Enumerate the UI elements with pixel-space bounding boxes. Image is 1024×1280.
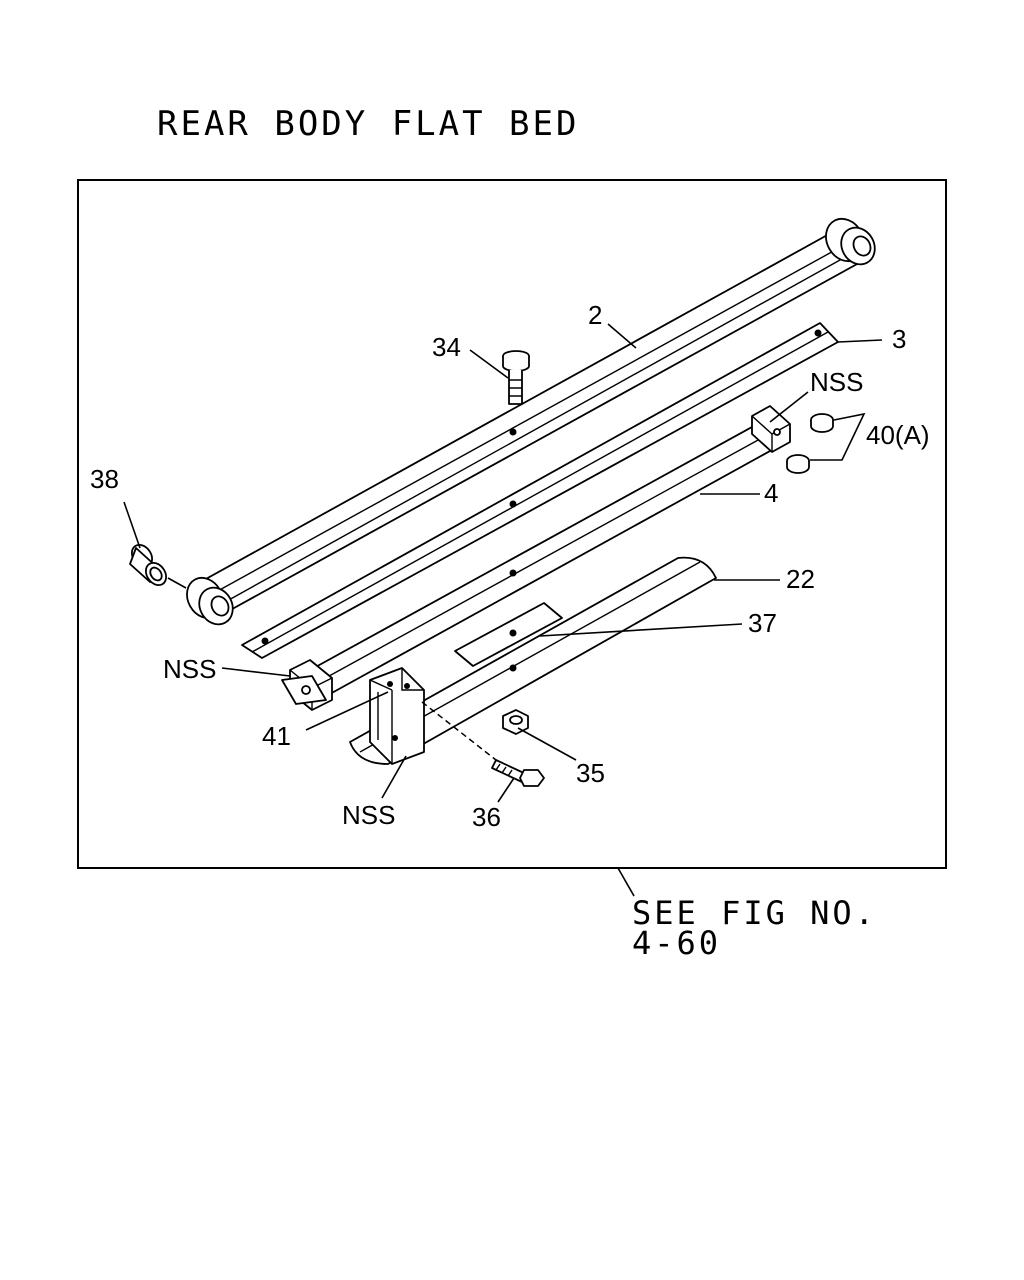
bushing — [129, 543, 187, 589]
callout-nss-top: NSS — [810, 367, 863, 397]
callout-2: 2 — [588, 300, 602, 330]
leader-38 — [123, 501, 141, 549]
leader-nss-left — [221, 667, 291, 677]
callout-35: 35 — [576, 758, 605, 788]
leader-37 — [539, 623, 743, 637]
leader-34 — [469, 349, 509, 379]
page-title: REAR BODY FLAT BED — [157, 104, 580, 144]
main-leaf-spring — [186, 217, 876, 626]
caps — [786, 413, 834, 474]
see-figure-line-2: 4-60 — [632, 924, 722, 962]
leaf-clip-front — [281, 659, 333, 711]
u-bracket — [369, 667, 425, 765]
see-figure-line-1: SEE FIG NO. — [632, 894, 877, 932]
bolt-axis — [421, 701, 497, 761]
callout-38: 38 — [90, 464, 119, 494]
callout-3: 3 — [892, 324, 906, 354]
leader-3 — [837, 339, 883, 343]
leaf-clip-rear — [751, 405, 791, 453]
callout-22: 22 — [786, 564, 815, 594]
leader-36 — [497, 777, 515, 803]
callout-40a: 40(A) — [866, 420, 930, 450]
callout-41: 41 — [262, 721, 291, 751]
leader-41 — [305, 691, 389, 731]
callout-34: 34 — [432, 332, 461, 362]
leader-nss-bottom — [381, 755, 407, 799]
center-bolt — [502, 350, 530, 405]
leader-nss-top — [769, 391, 809, 423]
leader-40a — [810, 412, 866, 461]
bolt — [491, 759, 545, 787]
leader-35 — [517, 727, 577, 761]
callout-4: 4 — [764, 478, 778, 508]
diagram-frame — [77, 179, 947, 869]
callout-nss-bottom: NSS — [342, 800, 395, 830]
callout-nss-left: NSS — [163, 654, 216, 684]
callout-37: 37 — [748, 608, 777, 638]
callout-36: 36 — [472, 802, 501, 832]
nut — [502, 709, 529, 735]
spacer-plate — [454, 602, 563, 667]
leader-see-fig — [617, 867, 635, 897]
see-figure-reference: SEE FIG NO. 4-60 — [632, 894, 877, 962]
leader-2 — [607, 323, 637, 349]
